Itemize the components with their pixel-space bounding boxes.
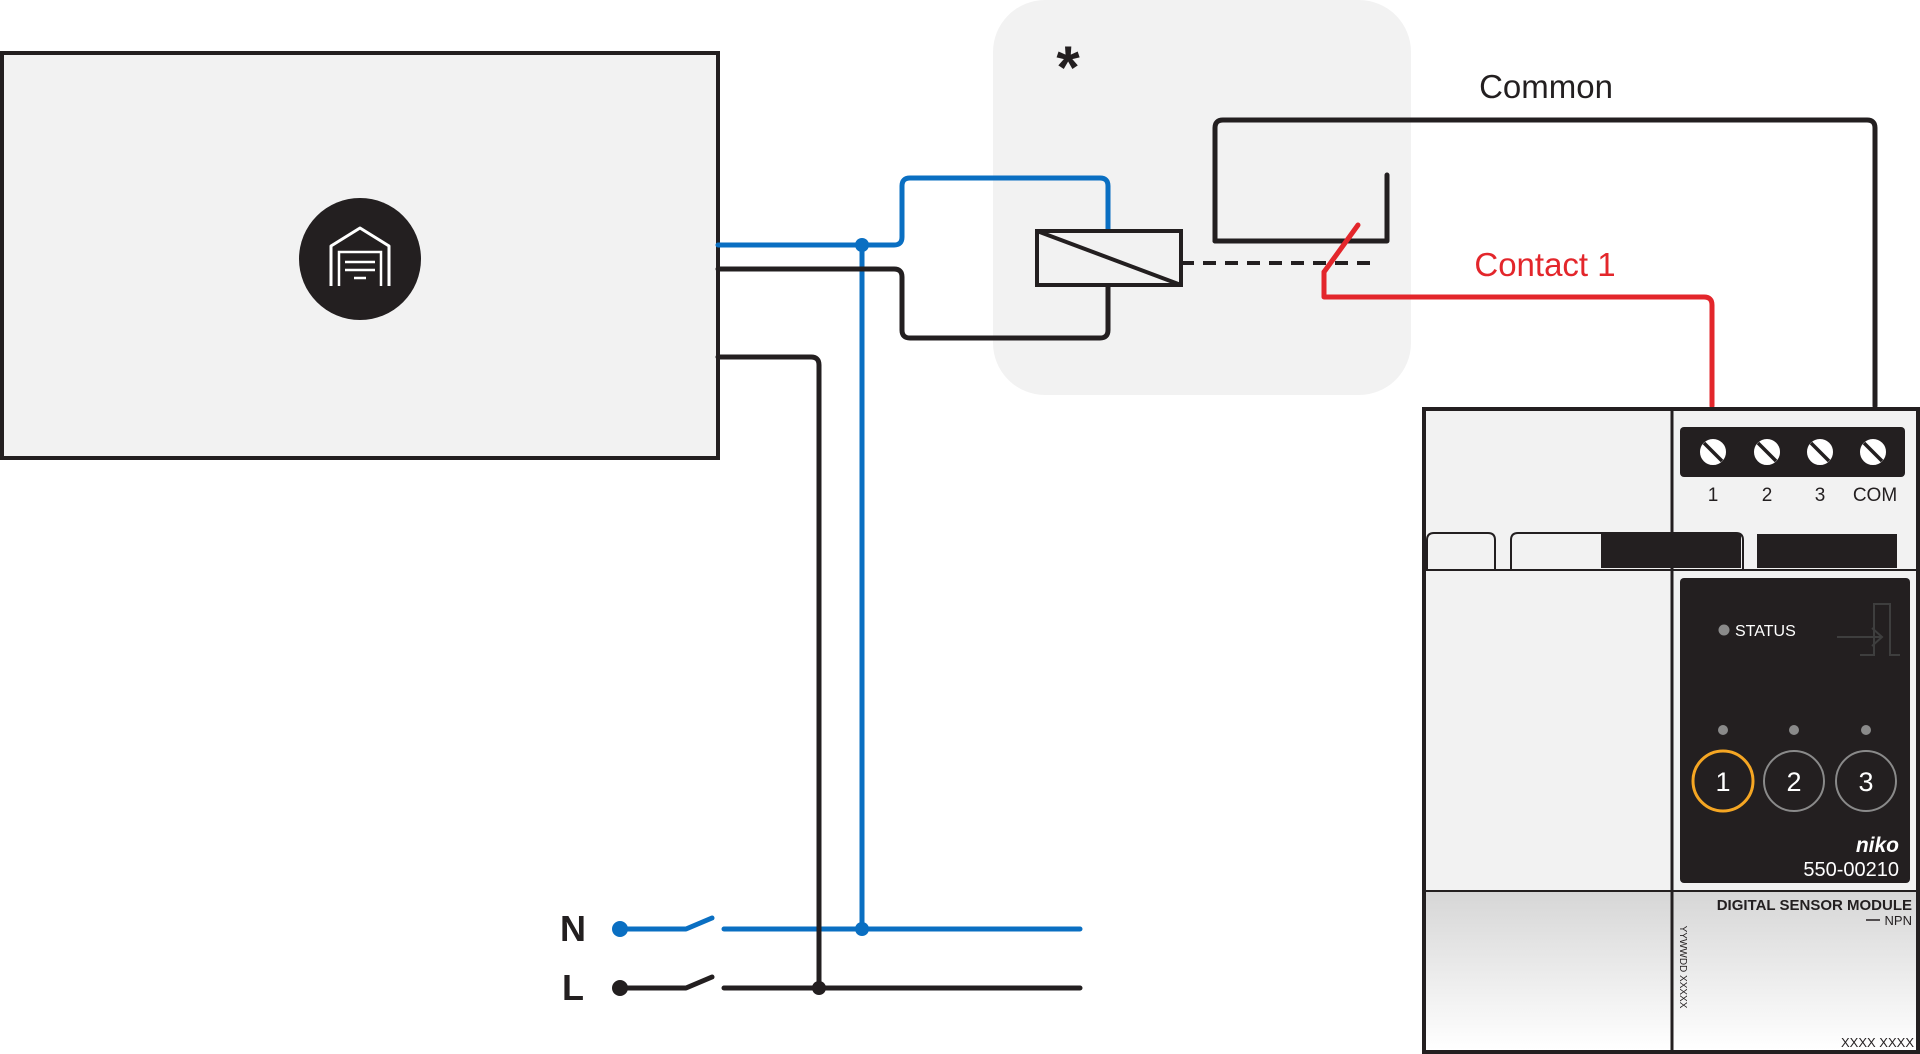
sensor-signal-icon — [1837, 603, 1900, 656]
terminal-label: COM — [1853, 485, 1897, 506]
terminal-label: 1 — [1708, 485, 1719, 506]
neutral-junction-top — [855, 238, 869, 252]
status-led — [1718, 624, 1730, 636]
input-led — [1861, 725, 1871, 735]
terminal-label: 3 — [1815, 485, 1826, 506]
status-label: STATUS — [1735, 623, 1796, 640]
live-junction — [812, 981, 826, 995]
garage-door-icon — [299, 198, 421, 320]
input-led — [1789, 725, 1799, 735]
serial-side: YYWWDD XXXXX — [1677, 926, 1688, 1009]
contact1-label: Contact 1 — [1474, 246, 1615, 283]
common-label: Common — [1479, 68, 1613, 105]
input-button-2[interactable] — [1763, 750, 1825, 812]
module-type: NPN — [1885, 913, 1912, 928]
live-wires — [617, 117, 1878, 991]
input-button-3[interactable] — [1835, 750, 1897, 812]
terminal-label: 2 — [1762, 485, 1773, 506]
input-button-label: 3 — [1858, 767, 1873, 797]
input-button-1[interactable] — [1691, 749, 1755, 813]
digital-sensor-module: 1 2 3 COM STATUS 1 2 3 niko 550-00210 DI… — [1422, 407, 1920, 1054]
brand-logo: niko — [1856, 834, 1899, 857]
relay-zone — [993, 0, 1411, 395]
serial-bottom: XXXX XXXX — [1841, 1035, 1914, 1050]
asterisk-label: * — [1056, 34, 1080, 101]
model-number: 550-00210 — [1803, 859, 1899, 881]
neutral-junction-bottom — [855, 922, 869, 936]
input-button-label: 2 — [1786, 767, 1801, 797]
relay-coil-diagonal — [1036, 229, 1182, 287]
live-terminal — [612, 980, 628, 996]
input-button-label: 1 — [1715, 767, 1730, 797]
module-name: DIGITAL SENSOR MODULE — [1717, 897, 1912, 914]
input-led — [1718, 725, 1728, 735]
neutral-wires — [617, 175, 1111, 932]
terminal-screw-icon — [1698, 437, 1888, 467]
live-label: L — [562, 967, 584, 1008]
neutral-label: N — [560, 908, 586, 949]
terminal-block — [1680, 427, 1905, 477]
contact-wires — [1321, 222, 1715, 409]
neutral-terminal — [612, 921, 628, 937]
